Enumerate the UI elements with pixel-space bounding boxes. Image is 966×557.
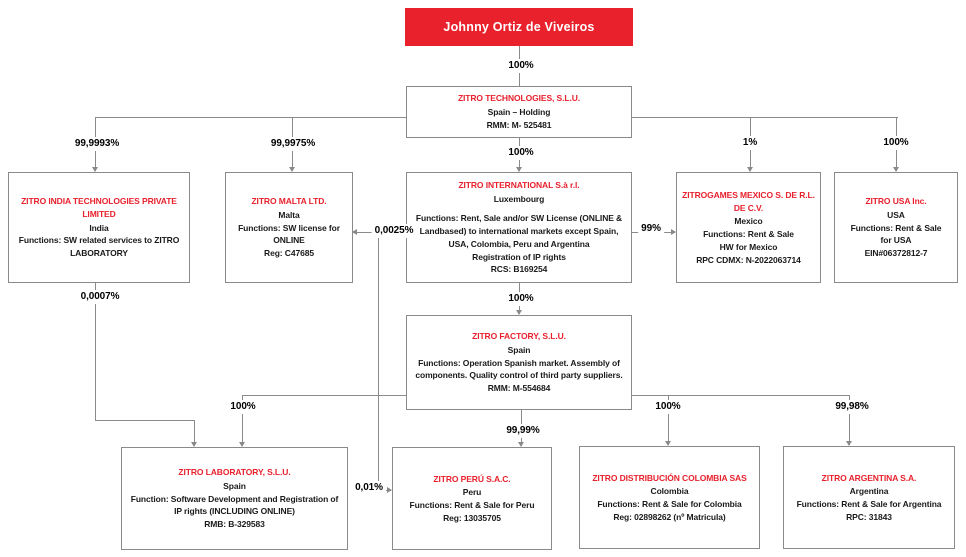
- company-functions: Functions: Rent & Sale for Argentina: [796, 499, 942, 509]
- company-functions-2: HW for Mexico: [719, 241, 778, 252]
- company-functions: Functions: Rent & Sale for Colombia: [597, 499, 742, 509]
- company-functions: Functions: Operation Spanish market. Ass…: [415, 357, 623, 381]
- company-title: ZITRO DISTRIBUCIÓN COLOMBIA SAS: [592, 472, 747, 483]
- company-registry: RMM: M- 525481: [486, 119, 552, 130]
- node-zitro-laboratory: ZITRO LABORATORY, S.L.U. Spain Function:…: [121, 447, 348, 550]
- company-country: Peru: [462, 487, 482, 498]
- ownership-label-technologies-malta: 99,9975%: [267, 137, 319, 151]
- company-country: USA: [887, 209, 905, 220]
- node-zitro-international: ZITRO INTERNATIONAL S.à r.l. Luxembourg …: [406, 172, 632, 283]
- company-title: ZITRO TECHNOLOGIES, S.L.U.: [457, 93, 581, 104]
- ownership-label-peru-minority: 0,01%: [352, 481, 386, 495]
- company-country: Colombia: [650, 486, 689, 497]
- company-functions: Functions: Rent & Sale: [703, 229, 794, 239]
- connector-india-laboratory-v: [191, 420, 197, 447]
- node-zitro-argentina: ZITRO ARGENTINA S.A. Argentina Functions…: [783, 446, 955, 549]
- company-country: Argentina: [849, 486, 889, 497]
- node-zitro-malta: ZITRO MALTA LTD. Malta Functions: SW lic…: [225, 172, 353, 283]
- company-country: Mexico: [734, 216, 763, 227]
- company-registry: RCS: B169254: [490, 264, 548, 275]
- ownership-label-factory-argentina: 99,98%: [832, 400, 872, 414]
- node-zitro-distribucion-colombia: ZITRO DISTRIBUCIÓN COLOMBIA SAS Colombia…: [579, 446, 760, 549]
- company-registry: Reg: 02898262 (nº Matricula): [613, 511, 726, 522]
- ownership-label-international-malta: 0,0025%: [371, 224, 417, 238]
- ownership-label-technologies-usa: 100%: [880, 136, 912, 150]
- company-title: ZITROGAMES MEXICO S. DE R.L. DE C.V.: [682, 189, 815, 213]
- node-johnny-ortiz-de-viveiros: Johnny Ortiz de Viveiros: [405, 8, 633, 46]
- company-registry: Reg: 13035705: [443, 512, 501, 523]
- company-registry: RPC: 31843: [846, 511, 892, 522]
- ownership-label-technologies-international: 100%: [505, 146, 537, 160]
- ownership-label-factory-colombia: 100%: [652, 400, 684, 414]
- company-title: ZITRO FACTORY, S.L.U.: [472, 331, 566, 342]
- company-title: ZITRO ARGENTINA S.A.: [821, 472, 917, 483]
- node-zitro-factory: ZITRO FACTORY, S.L.U. Spain Functions: O…: [406, 315, 632, 410]
- connector-drop-colombia: [665, 395, 671, 446]
- company-functions: Functions: Rent & Sale for Peru: [409, 500, 535, 510]
- company-functions: Functions: Rent & Sale: [850, 222, 942, 233]
- connector-drop-argentina: [846, 395, 852, 446]
- company-functions: Functions: SW license for ONLINE: [238, 222, 340, 246]
- ownership-label-laboratory-india: 0,0007%: [77, 290, 123, 304]
- company-title: ZITRO PERÚ S.A.C.: [433, 473, 511, 484]
- node-zitro-peru: ZITRO PERÚ S.A.C. Peru Functions: Rent &…: [392, 447, 552, 550]
- company-title: ZITRO MALTA LTD.: [251, 196, 327, 207]
- company-country: Luxembourg: [493, 193, 545, 204]
- ownership-label-factory-peru: 99,99%: [503, 424, 543, 438]
- company-functions: Functions: Rent, Sale and/or SW License …: [415, 213, 623, 249]
- company-country: Spain: [507, 344, 531, 355]
- connector-rail-left: [95, 117, 406, 118]
- company-ip-rights: Registration of IP rights: [472, 251, 566, 262]
- company-registry: RMB: B-329583: [204, 519, 265, 530]
- company-registry: RPC CDMX: N-2022063714: [696, 254, 801, 265]
- company-registry: EIN#06372812-7: [864, 248, 928, 259]
- company-registry: RMM: M-554684: [487, 383, 551, 394]
- ownership-label-international-mexico: 99%: [638, 222, 664, 236]
- company-registry: Reg: C47685: [264, 248, 314, 259]
- company-title: ZITRO INDIA TECHNOLOGIES PRIVATE LIMITED: [21, 196, 177, 219]
- connector-factory-laboratory-v: [239, 395, 245, 447]
- root-name: Johnny Ortiz de Viveiros: [443, 20, 595, 34]
- connector-minority-peru-v: [378, 232, 379, 490]
- company-title: ZITRO INTERNATIONAL S.à r.l.: [458, 179, 580, 190]
- connector-factory-right-rail: [632, 395, 849, 396]
- company-country: Malta: [278, 209, 300, 220]
- company-title: ZITRO USA Inc.: [865, 196, 927, 207]
- ownership-label-international-factory: 100%: [505, 292, 537, 306]
- company-country: India: [89, 222, 109, 233]
- connector-rail-right: [632, 117, 898, 118]
- connector-factory-laboratory-h: [242, 395, 406, 396]
- ownership-label-root-technologies: 100%: [505, 59, 537, 73]
- company-functions: Functions: SW related services to ZITRO …: [18, 235, 180, 259]
- company-title: ZITRO LABORATORY, S.L.U.: [178, 467, 291, 478]
- node-zitrogames-mexico: ZITROGAMES MEXICO S. DE R.L. DE C.V. Mex…: [676, 172, 821, 283]
- ownership-label-factory-laboratory: 100%: [227, 400, 259, 414]
- company-functions: Function: Software Development and Regis…: [130, 493, 339, 517]
- connector-india-down: [95, 283, 96, 420]
- node-zitro-usa: ZITRO USA Inc. USA Functions: Rent & Sal…: [834, 172, 958, 283]
- ownership-label-technologies-mexico: 1%: [739, 136, 761, 150]
- company-country: Spain – Holding: [487, 107, 551, 118]
- node-zitro-india-technologies: ZITRO INDIA TECHNOLOGIES PRIVATE LIMITED…: [8, 172, 190, 283]
- company-country: Spain: [223, 480, 246, 491]
- node-zitro-technologies: ZITRO TECHNOLOGIES, S.L.U. Spain – Holdi…: [406, 86, 632, 138]
- ownership-label-technologies-india: 99,9993%: [71, 137, 123, 151]
- company-functions-2: for USA: [880, 235, 912, 246]
- connector-india-laboratory-h: [95, 420, 194, 421]
